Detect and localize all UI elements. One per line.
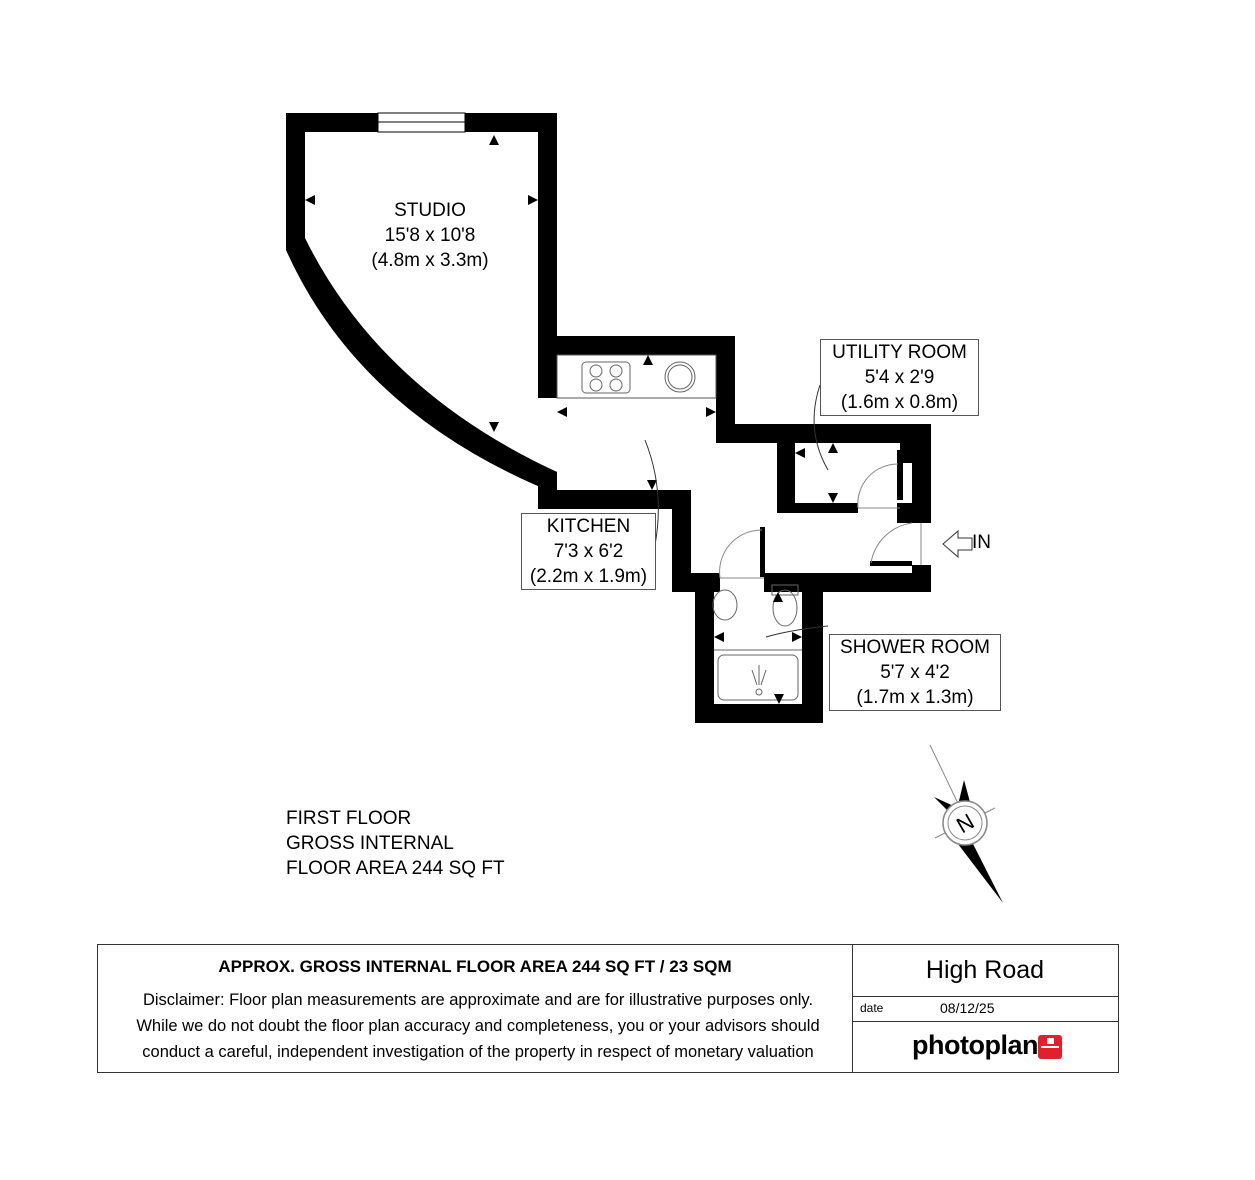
title-block-info: APPROX. GROSS INTERNAL FLOOR AREA 244 SQ… (98, 945, 853, 1072)
north-compass-icon: N (929, 744, 1003, 903)
kitchen-worktop (556, 354, 717, 399)
room-size-metric: (1.7m x 1.3m) (856, 687, 974, 708)
disclaimer: Disclaimer: Floor plan measurements are … (98, 987, 858, 1065)
floor-area-line2: GROSS INTERNAL (286, 833, 454, 854)
studio-walls (286, 113, 557, 494)
shower-walls (695, 527, 931, 723)
disclaimer-line: Disclaimer: Floor plan measurements are … (142, 991, 814, 1009)
room-size-imperial: 5'4 x 2'9 (864, 367, 935, 388)
entrance-arrow-icon (942, 529, 973, 559)
entrance-label: IN (972, 532, 991, 553)
utility-walls (777, 443, 931, 592)
brand: photoplan (852, 1022, 1118, 1072)
floor-name: FIRST FLOOR (286, 808, 412, 829)
disclaimer-line: While we do not doubt the floor plan acc… (136, 1017, 820, 1035)
room-name: STUDIO (394, 200, 466, 221)
room-label-kitchen: KITCHEN 7'3 x 6'2 (2.2m x 1.9m) (521, 513, 656, 590)
disclaimer-line: conduct a careful, independent investiga… (142, 1043, 814, 1061)
entrance-door (870, 522, 922, 566)
room-name: UTILITY ROOM (832, 342, 967, 363)
room-size-imperial: 5'7 x 4'2 (880, 662, 950, 683)
room-size-imperial: 7'3 x 6'2 (553, 541, 624, 562)
date-row: date 08/12/25 (852, 997, 1118, 1022)
window (377, 112, 466, 133)
gross-area-title: APPROX. GROSS INTERNAL FLOOR AREA 244 SQ… (218, 957, 732, 976)
label-leaders (644, 384, 829, 638)
room-size-metric: (2.2m x 1.9m) (529, 566, 648, 587)
title-block: APPROX. GROSS INTERNAL FLOOR AREA 244 SQ… (97, 944, 1119, 1073)
room-size-metric: (4.8m x 3.3m) (371, 250, 489, 271)
title-block-meta: High Road date 08/12/25 photoplan (852, 945, 1118, 1072)
room-size-imperial: 15'8 x 10'8 (384, 225, 476, 246)
project-name: High Road (852, 945, 1118, 997)
room-label-studio: STUDIO 15'8 x 10'8 (4.8m x 3.3m) (360, 198, 500, 273)
date-value: 08/12/25 (940, 1000, 995, 1016)
room-name: SHOWER ROOM (840, 637, 990, 658)
room-label-shower: SHOWER ROOM 5'7 x 4'2 (1.7m x 1.3m) (829, 634, 1001, 711)
kitchen-walls (538, 336, 931, 592)
date-label: date (860, 1001, 884, 1015)
photoplan-logo-icon (1038, 1035, 1062, 1059)
brand-name: photoplan (912, 1030, 1038, 1060)
measurement-markers (305, 135, 912, 704)
room-name: KITCHEN (546, 516, 631, 537)
room-size-metric: (1.6m x 0.8m) (840, 392, 959, 413)
floor-area-line3: FLOOR AREA 244 SQ FT (286, 858, 505, 879)
shower-fixtures (712, 584, 802, 701)
room-label-utility: UTILITY ROOM 5'4 x 2'9 (1.6m x 0.8m) (820, 339, 979, 416)
floor-summary: FIRST FLOOR GROSS INTERNAL FLOOR AREA 24… (286, 806, 505, 881)
